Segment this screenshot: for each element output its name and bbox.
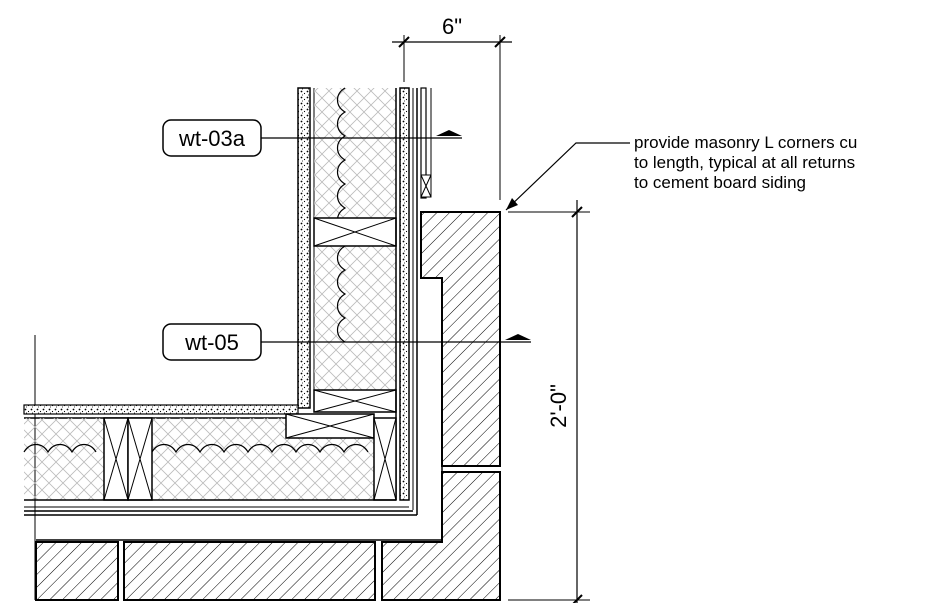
insulation-scallop-upper — [336, 87, 347, 233]
dimension-right: 2'-0" — [508, 200, 590, 603]
masonry-unit-left — [35, 541, 119, 601]
leader-arrow-icon — [506, 198, 518, 210]
tag-wt-05[interactable]: wt-05 — [162, 323, 531, 361]
wall-sheathing-left — [297, 87, 311, 409]
leader-note: provide masonry L corners cu to length, … — [505, 133, 857, 211]
note-line-3: to cement board siding — [634, 173, 806, 192]
section-arrow-icon — [436, 130, 462, 136]
masonry-unit-middle — [123, 541, 376, 601]
tag-label: wt-03a — [178, 126, 246, 151]
masonry-l-corner — [381, 471, 501, 601]
dimension-top: 6" — [392, 14, 512, 200]
deck-topping — [23, 404, 299, 415]
wall-sheathing-right — [399, 87, 410, 501]
dimension-label-right: 2'-0" — [546, 384, 571, 428]
masonry-unit-upper — [420, 211, 501, 467]
vertical-wall — [297, 87, 432, 515]
dimension-label-top: 6" — [442, 14, 462, 39]
horizontal-assembly — [23, 212, 443, 600]
tag-label: wt-05 — [184, 330, 239, 355]
deck-insulation-scallop — [23, 443, 369, 454]
masonry — [35, 211, 501, 601]
insulation-scallop-lower — [336, 245, 347, 343]
note-line-1: provide masonry L corners cu — [634, 133, 857, 152]
section-arrow-icon — [505, 334, 531, 340]
note-line-2: to length, typical at all returns — [634, 153, 855, 172]
siding-trim — [420, 87, 427, 199]
wall-insulation — [314, 88, 396, 408]
tag-wt-03a[interactable]: wt-03a — [162, 119, 462, 157]
